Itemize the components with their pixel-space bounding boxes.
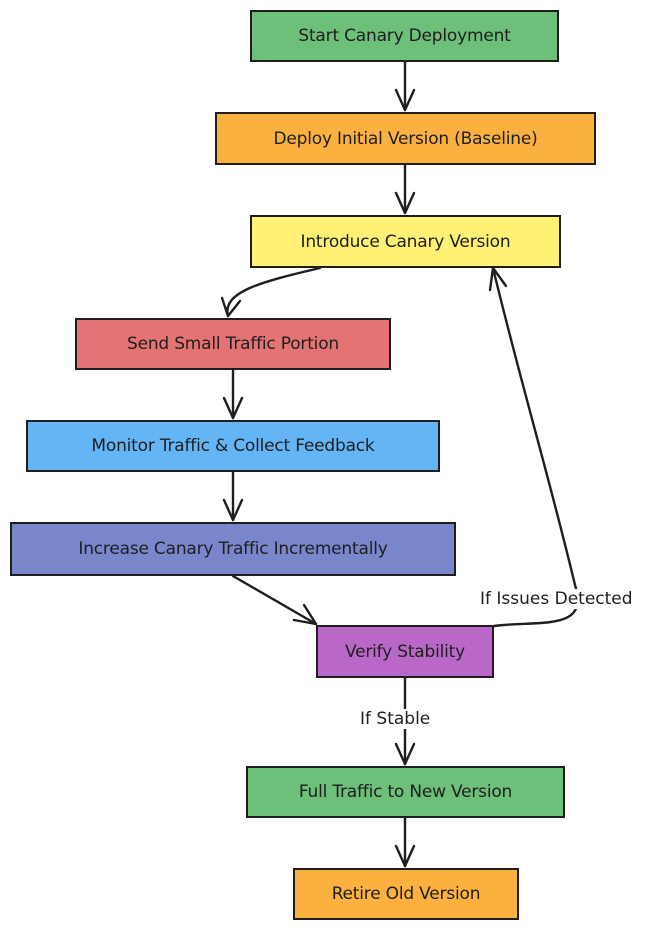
node-send-small-traffic-portion: Send Small Traffic Portion	[75, 318, 391, 370]
node-deploy-initial-version: Deploy Initial Version (Baseline)	[215, 112, 596, 165]
node-start-canary-deployment: Start Canary Deployment	[250, 10, 559, 62]
arrowhead-baseline-to-introduce	[394, 191, 416, 215]
arrow-verify-to-introduce	[491, 266, 579, 628]
arrow-introduce-to-send	[226, 266, 322, 318]
node-full-traffic-new-version: Full Traffic to New Version	[246, 766, 565, 818]
arrowhead-increase-to-verify	[292, 603, 318, 626]
edge-label-if-stable: If Stable	[358, 709, 433, 729]
arrowhead-introduce-to-send	[220, 296, 242, 318]
arrowhead-verify-to-full	[394, 742, 416, 766]
node-verify-stability: Verify Stability	[316, 625, 494, 678]
node-retire-old-version: Retire Old Version	[293, 868, 519, 920]
arrowhead-monitor-to-increase	[222, 498, 244, 522]
arrowhead-start-to-baseline	[394, 88, 416, 112]
arrowhead-verify-to-introduce	[488, 266, 508, 292]
arrow-increase-to-verify	[231, 574, 318, 626]
node-monitor-traffic: Monitor Traffic & Collect Feedback	[26, 420, 440, 472]
edge-label-if-issues-detected: If Issues Detected	[478, 589, 635, 609]
node-introduce-canary-version: Introduce Canary Version	[250, 215, 561, 268]
arrowhead-send-to-monitor	[222, 396, 244, 420]
arrowhead-full-to-retire	[394, 844, 416, 868]
node-increase-canary-traffic: Increase Canary Traffic Incrementally	[10, 522, 456, 576]
